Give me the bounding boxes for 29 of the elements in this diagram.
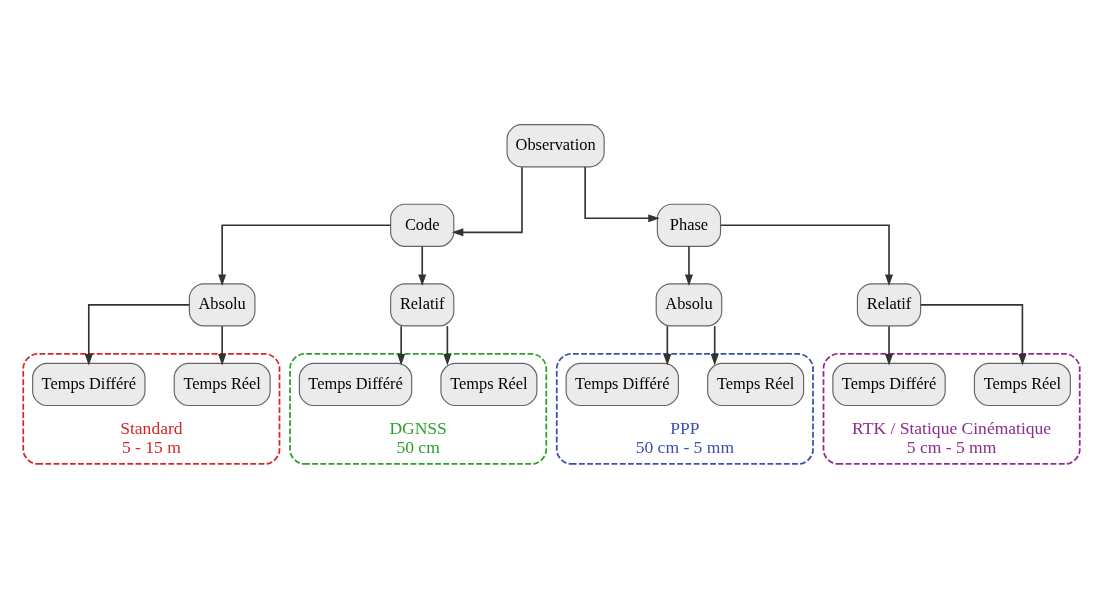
arrow <box>218 224 392 286</box>
arrow <box>684 245 693 286</box>
node-box: Relatif <box>856 283 922 327</box>
arrow <box>451 166 523 237</box>
arrow <box>885 325 894 366</box>
arrow <box>418 245 427 286</box>
node-box: Temps Réel <box>973 362 1071 407</box>
node-box: Temps Réel <box>173 362 271 407</box>
node-box: Temps Différé <box>832 362 946 407</box>
node-box: Observation <box>506 124 605 168</box>
arrow <box>719 224 894 286</box>
arrow <box>397 325 406 366</box>
node-box: Absolu <box>188 283 256 327</box>
node-box: Absolu <box>655 283 723 327</box>
arrow <box>443 325 452 366</box>
node-box: Relatif <box>390 283 455 327</box>
arrow <box>218 325 227 366</box>
node-box: Temps Différé <box>298 362 413 407</box>
arrow <box>663 325 672 366</box>
node-box: Temps Différé <box>565 362 680 407</box>
node-box: Temps Réel <box>707 362 805 407</box>
arrow <box>84 304 190 366</box>
arrow <box>919 304 1027 366</box>
arrow <box>710 325 719 366</box>
arrow <box>584 166 660 223</box>
node-box: Code <box>390 203 455 247</box>
node-box: Phase <box>656 203 722 247</box>
node-box: Temps Réel <box>440 362 538 407</box>
node-box: Temps Différé <box>32 362 146 407</box>
